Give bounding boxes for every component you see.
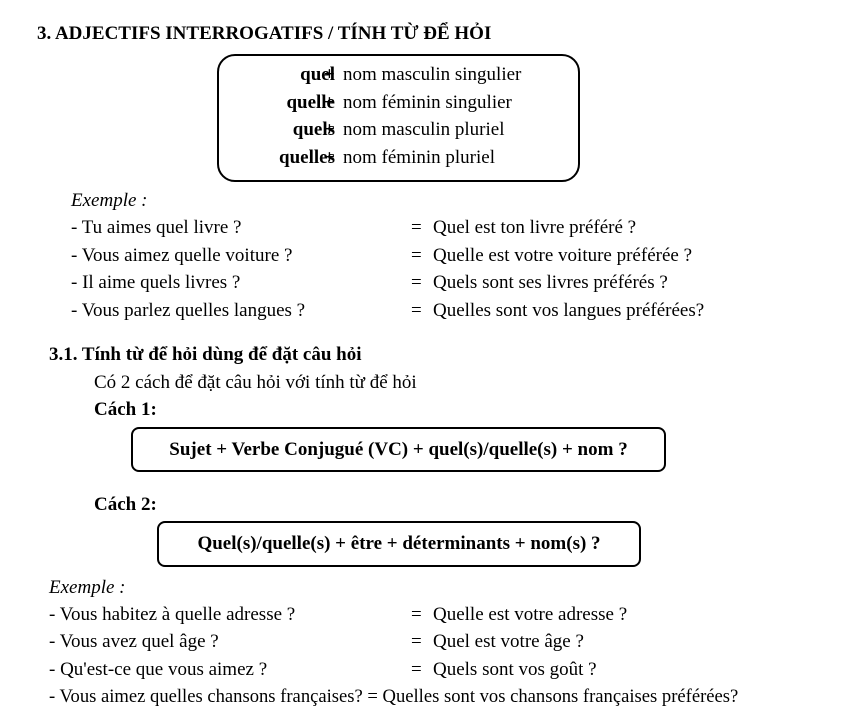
section-title: 3. ADJECTIFS INTERROGATIFS / TÍNH TỪ ĐỂ … bbox=[37, 23, 492, 44]
form-description: nom féminin singulier bbox=[343, 92, 512, 113]
example-answer: Quel est ton livre préféré ? bbox=[433, 217, 637, 238]
adjective-forms-box: quel + nom masculin singulier quelle + n… bbox=[217, 54, 580, 182]
method-2-formula-box: Quel(s)/quelle(s) + être + déterminants … bbox=[157, 521, 641, 567]
example-label: Exemple : bbox=[71, 190, 148, 211]
example-question: - Tu aimes quel livre ? bbox=[71, 217, 242, 238]
form-plus: + bbox=[324, 92, 335, 113]
example-question: - Vous parlez quelles langues ? bbox=[71, 300, 306, 321]
subsection-intro: Có 2 cách để đặt câu hỏi với tính từ để … bbox=[94, 372, 417, 393]
form-word: quel bbox=[300, 64, 335, 85]
method-2-label: Cách 2: bbox=[94, 494, 157, 515]
form-row: quel + nom masculin singulier bbox=[219, 64, 578, 86]
equals-sign: = bbox=[411, 604, 422, 625]
equals-sign: = bbox=[411, 300, 422, 321]
example-answer: Quelle est votre voiture préférée ? bbox=[433, 245, 693, 266]
method-2-formula: Quel(s)/quelle(s) + être + déterminants … bbox=[197, 533, 601, 554]
form-row: quelle + nom féminin singulier bbox=[219, 92, 578, 114]
equals-sign: = bbox=[411, 272, 422, 293]
subsection-title: 3.1. Tính từ để hỏi dùng để đặt câu hỏi bbox=[49, 344, 362, 365]
form-word: quelles bbox=[279, 147, 335, 168]
form-word: quels bbox=[292, 119, 335, 140]
equals-sign: = bbox=[411, 217, 422, 238]
form-plus: + bbox=[324, 119, 335, 140]
example-label: Exemple : bbox=[49, 577, 126, 598]
form-plus: + bbox=[324, 64, 335, 85]
equals-sign: = bbox=[411, 245, 422, 266]
method-1-formula-box: Sujet + Verbe Conjugué (VC) + quel(s)/qu… bbox=[131, 427, 666, 472]
example-question: - Il aime quels livres ? bbox=[71, 272, 241, 293]
example-answer: Quel est votre âge ? bbox=[433, 631, 584, 652]
example-question: - Qu'est-ce que vous aimez ? bbox=[49, 659, 268, 680]
form-description: nom féminin pluriel bbox=[343, 147, 495, 168]
equals-sign: = bbox=[411, 631, 422, 652]
form-row: quels + nom masculin pluriel bbox=[219, 119, 578, 141]
form-row: quelles + nom féminin pluriel bbox=[219, 147, 578, 169]
equals-sign: = bbox=[411, 659, 422, 680]
form-word: quelle bbox=[286, 92, 335, 113]
example-answer: Quelles sont vos langues préférées? bbox=[433, 300, 705, 321]
form-description: nom masculin singulier bbox=[343, 64, 522, 85]
example-question: - Vous avez quel âge ? bbox=[49, 631, 219, 652]
method-1-label: Cách 1: bbox=[94, 399, 157, 420]
method-1-formula: Sujet + Verbe Conjugué (VC) + quel(s)/qu… bbox=[169, 438, 628, 460]
form-description: nom masculin pluriel bbox=[343, 119, 505, 140]
example-answer: Quels sont ses livres préférés ? bbox=[433, 272, 668, 293]
example-question: - Vous habitez à quelle adresse ? bbox=[49, 604, 296, 625]
example-answer: Quelle est votre adresse ? bbox=[433, 604, 628, 625]
example-row-full: - Vous aimez quelles chansons françaises… bbox=[49, 686, 739, 707]
example-question: - Vous aimez quelle voiture ? bbox=[71, 245, 293, 266]
form-plus: + bbox=[324, 147, 335, 168]
example-answer: Quels sont vos goût ? bbox=[433, 659, 597, 680]
